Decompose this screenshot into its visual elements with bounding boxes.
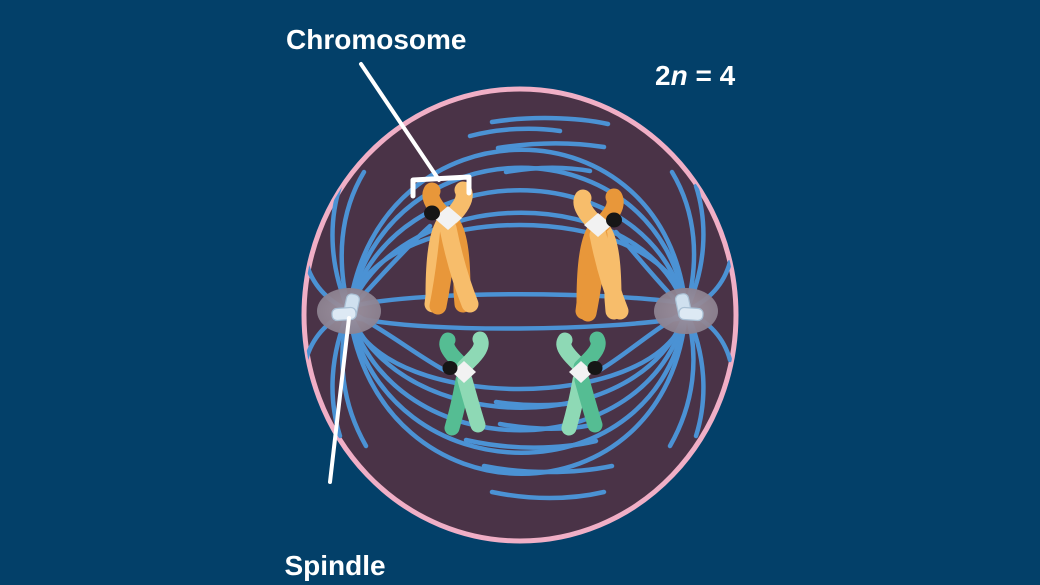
chromatid-arm-lower	[457, 372, 486, 433]
spindle-fiber	[346, 308, 689, 476]
spindle-fiber	[497, 421, 595, 431]
spindle-pole-right	[654, 288, 718, 334]
kinetochore-dot	[442, 361, 458, 375]
spindle-pole-annotation	[328, 316, 351, 484]
spindle-fiber	[467, 126, 563, 139]
chromosome-centromere	[569, 361, 593, 383]
spindle-fiber	[463, 437, 599, 450]
chromatid-arm-lower	[574, 372, 603, 433]
spindle-fiber	[354, 292, 685, 308]
spindle-pole-left	[317, 288, 381, 334]
spindle-fiber	[493, 399, 575, 408]
spindle-fiber	[349, 317, 687, 392]
spindle-fiber	[495, 141, 607, 151]
chromatid-arm	[456, 331, 489, 375]
spindle-pole-leader-line	[328, 316, 351, 484]
chromatid-arm	[556, 332, 589, 375]
chromosome-centromere	[434, 206, 462, 230]
chromosome-centromere	[584, 213, 612, 237]
chromosome-orange-left	[422, 181, 479, 315]
spindle-fiber	[489, 489, 607, 501]
chromatid-arm	[573, 331, 606, 375]
spindle-fiber-group	[304, 115, 733, 501]
chromosome-annotation	[359, 62, 472, 199]
centriole	[678, 306, 704, 322]
spindle-fiber	[346, 147, 689, 314]
spindle-fiber	[346, 308, 689, 410]
chromosome-green-left	[439, 331, 489, 436]
spindle-fiber	[503, 165, 593, 175]
spindle-fiber	[349, 222, 687, 303]
chromosome-bracket	[410, 174, 472, 199]
spindle-fiber	[481, 463, 615, 475]
spindle-fiber	[346, 308, 689, 455]
centriole-pair-right	[674, 293, 704, 322]
spindle-fiber	[346, 308, 689, 433]
kinetochore-dot	[606, 212, 622, 228]
chromatid-arm-long	[439, 219, 479, 313]
spindle-fiber	[354, 315, 685, 331]
centriole	[331, 306, 357, 322]
chromatid-arm	[439, 332, 472, 375]
kinetochore-dot	[587, 361, 603, 375]
spindle-fiber	[346, 188, 689, 314]
spindle-fiber	[489, 115, 611, 127]
kinetochore-dot	[424, 205, 440, 221]
chromosome-green-right	[556, 331, 606, 436]
chromatid-arm-long	[589, 226, 629, 320]
chromosome-leader-line	[359, 62, 441, 182]
chromosome-orange-right	[573, 188, 629, 322]
chromosome-centromere	[452, 361, 476, 383]
